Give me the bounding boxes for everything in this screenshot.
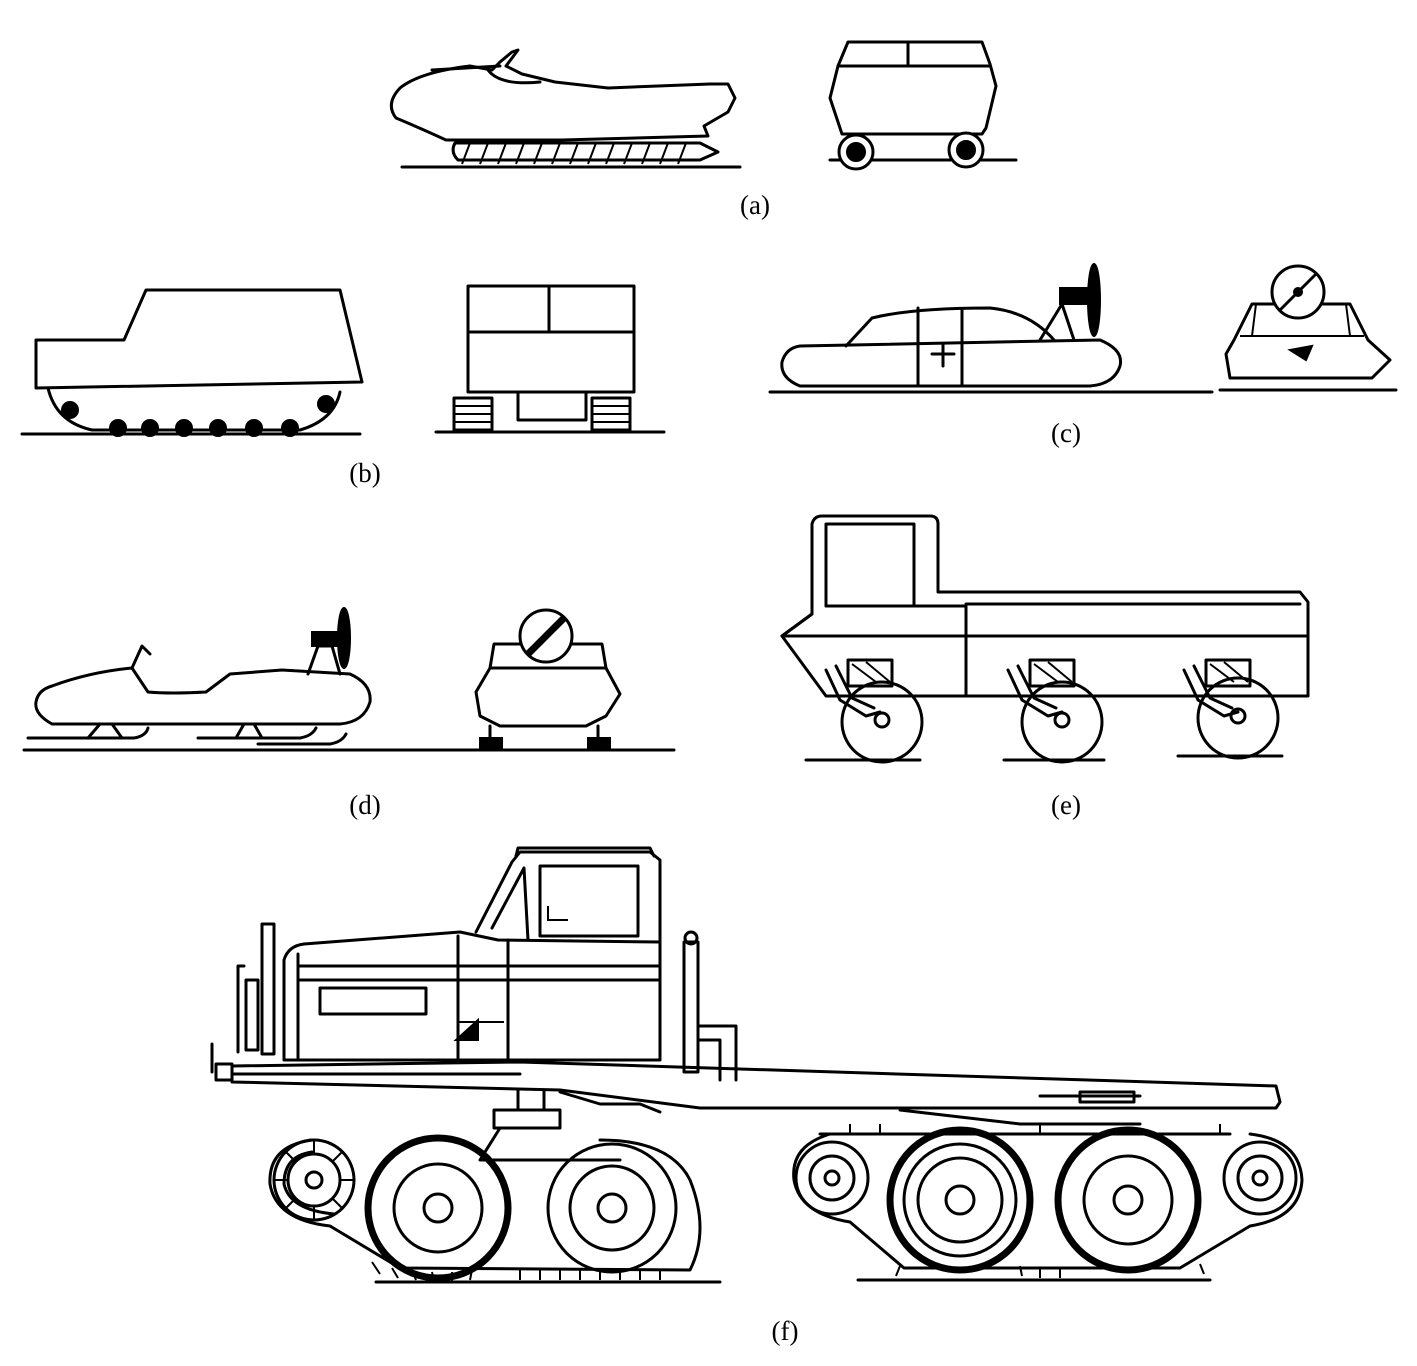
suspension-arm-rear — [1182, 658, 1252, 718]
suspension-arm-front — [824, 658, 894, 718]
panel-a-front-view — [828, 40, 1018, 171]
suspension-arm-middle — [1006, 658, 1076, 718]
panel-b-side-view — [20, 288, 364, 437]
track-idler-rear-front — [794, 1140, 870, 1216]
panel-f: (f) — [210, 846, 1304, 1346]
panel-d: (d) — [22, 607, 676, 820]
wheel-front — [840, 680, 924, 764]
panel-a: (a) — [389, 40, 1018, 220]
panel-c-front-view — [1218, 264, 1398, 392]
panel-f-side-view — [210, 846, 1304, 1284]
panel-b-front-view — [434, 284, 666, 434]
front-track-assembly — [268, 1134, 702, 1283]
track-right — [590, 396, 632, 432]
panel-a-side-view — [389, 48, 742, 169]
caption-a: (a) — [740, 190, 770, 220]
wheel-front-left — [364, 1134, 512, 1282]
caption-c: (c) — [1051, 418, 1081, 448]
caption-b: (b) — [349, 458, 380, 488]
caption-e: (e) — [1051, 790, 1081, 820]
track-left — [452, 396, 494, 432]
caption-f: (f) — [772, 1316, 799, 1346]
wheel-rear-right — [1054, 1126, 1202, 1274]
panel-c: (c) — [768, 263, 1398, 448]
panel-d-front-view — [474, 608, 622, 751]
panel-e-side-view — [780, 514, 1310, 764]
track-idler-rear-back — [1222, 1140, 1298, 1216]
panel-d-side-view — [22, 607, 676, 752]
wheel-rear — [1196, 676, 1280, 760]
panel-c-side-view — [768, 263, 1214, 394]
caption-d: (d) — [349, 790, 380, 820]
skis — [26, 722, 348, 746]
wheel-front-right — [546, 1142, 678, 1274]
rear-track-assembly — [792, 1124, 1304, 1278]
panel-e: (e) — [780, 514, 1310, 820]
wheel-middle — [1020, 680, 1104, 764]
propeller — [1087, 263, 1101, 337]
wheel-rear-left — [886, 1126, 1034, 1274]
propeller — [337, 607, 351, 669]
panel-b: (b) — [20, 284, 666, 488]
